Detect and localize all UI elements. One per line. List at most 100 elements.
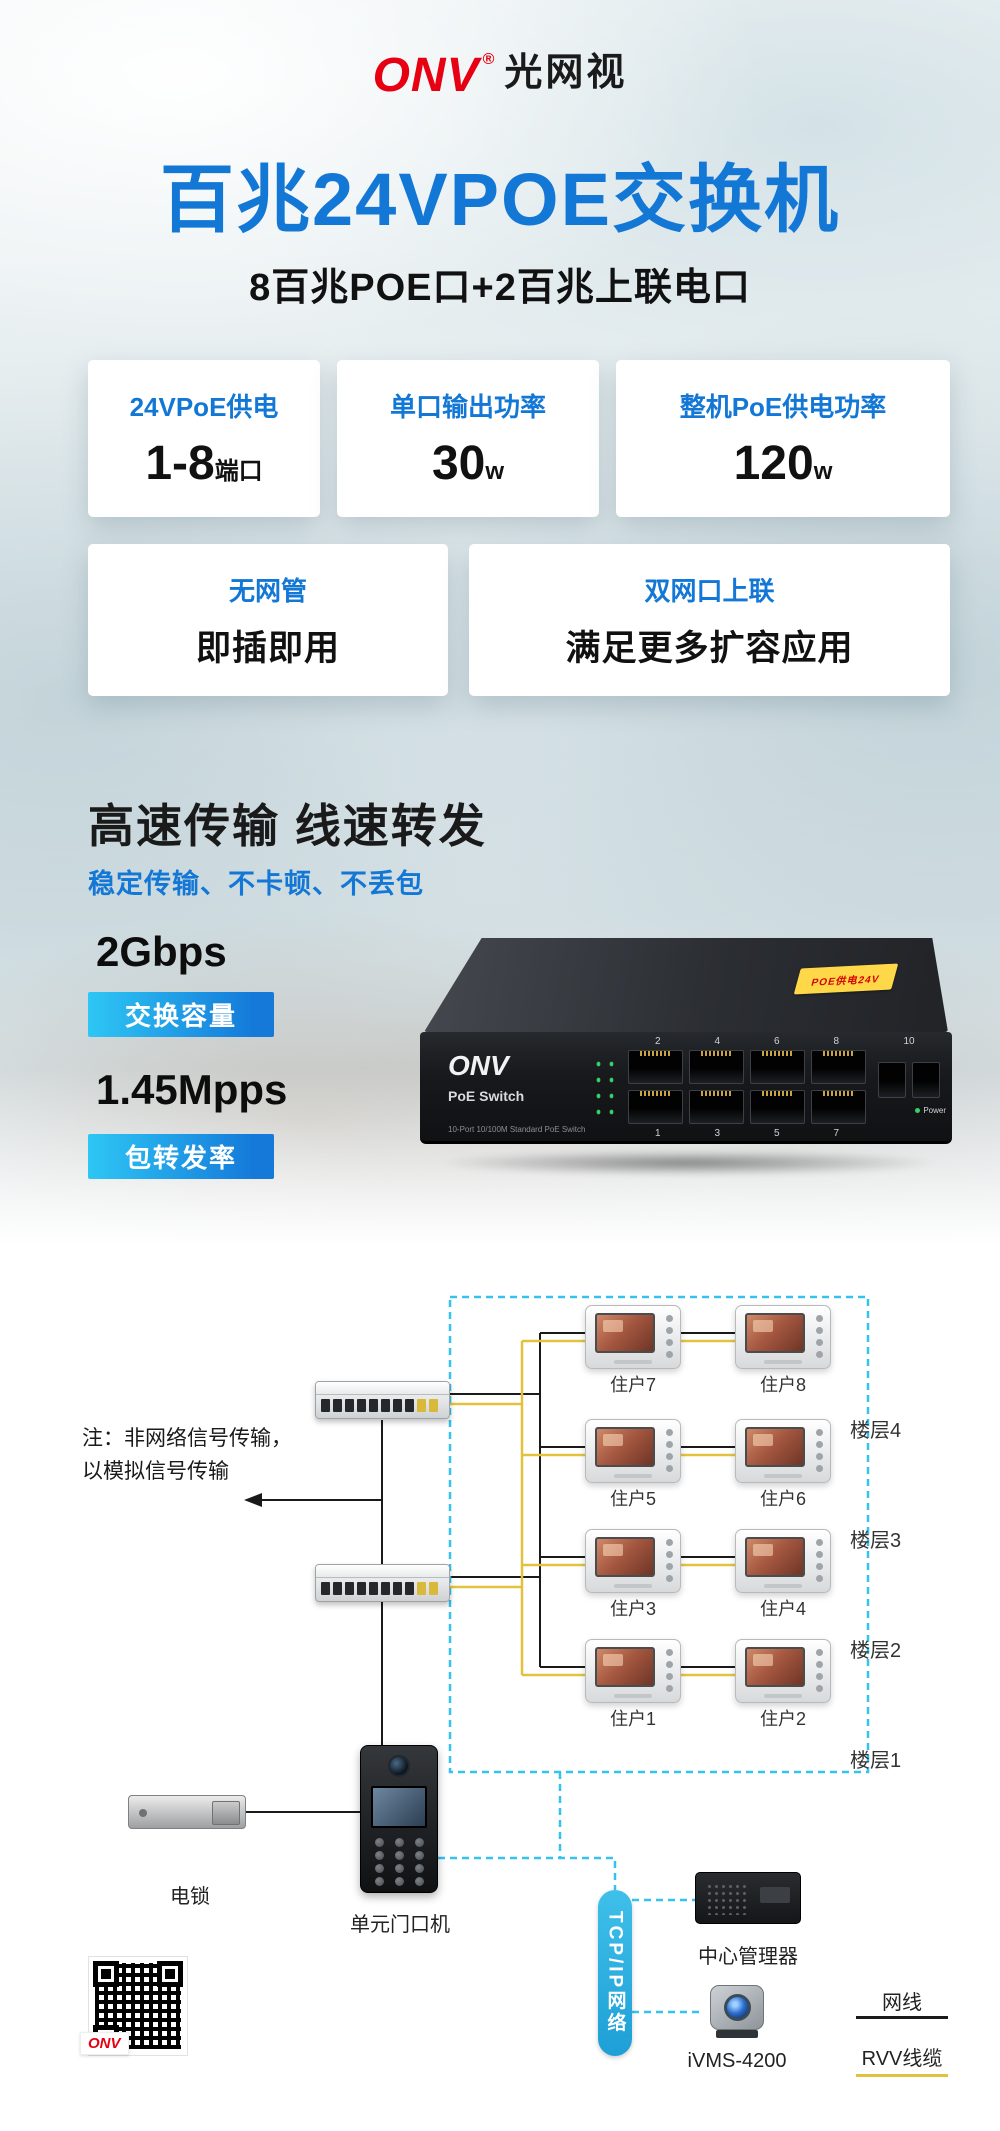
card-value-row: 满足更多扩容应用 [469, 620, 950, 671]
legend-network-cable-label: 网线 [882, 1992, 922, 2014]
door-station-screen [371, 1786, 427, 1828]
power-led-label: Power [915, 1106, 946, 1115]
port-number: 5 [773, 1128, 780, 1139]
monitor-label: 住户5 [609, 1489, 656, 1509]
port-number: 6 [773, 1036, 780, 1047]
card-value: 即插即用 [195, 629, 340, 668]
metric-forwarding-rate-value: 1.45Mpps [96, 1066, 288, 1113]
rj45-port-block [628, 1050, 866, 1124]
rj45-port [750, 1050, 805, 1084]
card-label: 整机PoE供电功率 [679, 392, 887, 422]
monitor-speaker [764, 1360, 802, 1364]
switch-model-line: 10-Port 10/100M Standard PoE Switch [448, 1125, 586, 1134]
monitor-screen [745, 1647, 805, 1687]
indoor-monitor [735, 1305, 831, 1369]
monitor-screen [745, 1537, 805, 1577]
metric-switching-capacity-value: 2Gbps [96, 928, 227, 975]
rj45-port [811, 1090, 866, 1124]
rj45-port [689, 1090, 744, 1124]
switch-front-panel: ONV PoE Switch 10-Port 10/100M Standard … [420, 1032, 952, 1144]
switch-top [316, 1565, 449, 1578]
camera-lens [724, 1994, 751, 2021]
indoor-monitor [735, 1419, 831, 1483]
brand-name: ONV [372, 49, 480, 102]
product-switch-image: POE供电24V ONV PoE Switch 10-Port 10/100M … [420, 938, 952, 1188]
card-value-row: 1-8端口 [88, 436, 320, 491]
qr-brand-logo: ONV [80, 2032, 129, 2055]
card-label: 无网管 [228, 576, 307, 606]
monitor-speaker [764, 1474, 802, 1478]
indoor-monitor [585, 1305, 681, 1369]
port-number: 3 [714, 1128, 721, 1139]
door-station-device [360, 1745, 438, 1893]
monitor-speaker [614, 1474, 652, 1478]
rj45-port [689, 1050, 744, 1084]
card-value-row: 即插即用 [88, 620, 448, 671]
ivms-software-label: iVMS-4200 [687, 2050, 787, 2072]
note-line: 注：非网络信号传输， [82, 1427, 292, 1450]
note-line: 以模拟信号传输 [82, 1460, 229, 1483]
monitor-speaker [614, 1694, 652, 1698]
indoor-monitor [585, 1529, 681, 1593]
monitor-screen [595, 1537, 655, 1577]
card-unit: w [813, 458, 833, 485]
card-value-row: 120w [616, 436, 950, 491]
feature-card-dual-uplink: 双网口上联 满足更多扩容应用 [469, 544, 950, 696]
legend-rvv-cable-swatch [856, 2074, 948, 2077]
brand-chinese-name: 光网视 [504, 52, 628, 94]
indoor-monitor [585, 1419, 681, 1483]
hero-section: ONV ® 光网视 百兆24VPOE交换机 8百兆POE口+2百兆上联电口 24… [0, 0, 1000, 1272]
center-manager-device [695, 1872, 801, 1924]
rj45-port [628, 1050, 683, 1084]
uplink-port-number: 10 [903, 1036, 915, 1047]
monitor-speaker [764, 1694, 802, 1698]
legend-rvv-cable-label: RVV线缆 [861, 2048, 943, 2070]
monitor-speaker [614, 1584, 652, 1588]
monitor-buttons [666, 1649, 673, 1692]
monitor-screen [595, 1647, 655, 1687]
monitor-buttons [816, 1315, 823, 1358]
switch-shadow [434, 1150, 942, 1176]
poe-switch-device-lower [315, 1564, 450, 1602]
brand-logo: ONV ® 光网视 [0, 52, 1000, 100]
monitor-label: 住户1 [609, 1709, 656, 1729]
qr-finder [157, 1961, 183, 1987]
camera-base [716, 2030, 758, 2038]
monitor-label: 住户3 [609, 1599, 656, 1619]
diagram-note: 注：非网络信号传输， 以模拟信号传输 [82, 1422, 292, 1488]
electric-lock-device [128, 1795, 246, 1829]
center-manager-label: 中心管理器 [698, 1946, 798, 1968]
card-value: 120 [733, 437, 814, 490]
registered-trademark-icon: ® [482, 51, 495, 68]
indoor-monitor [735, 1529, 831, 1593]
electric-lock-label: 电锁 [170, 1886, 210, 1908]
tcpip-network-label: TCP/IP网络 [604, 1911, 626, 2035]
uplink-port [912, 1062, 940, 1098]
metric-forwarding-rate-chip: 包转发率 [88, 1134, 274, 1179]
uplink-port [878, 1062, 906, 1098]
speed-section-subheading: 稳定传输、不卡顿、不丢包 [88, 869, 424, 899]
metric-switching-capacity-chip: 交换容量 [88, 992, 274, 1037]
door-station-label: 单元门口机 [350, 1914, 450, 1936]
uplink-port-block [878, 1062, 940, 1098]
port-number: 4 [714, 1036, 721, 1047]
port-numbers-bottom: 1 3 5 7 [628, 1128, 866, 1139]
monitor-buttons [666, 1315, 673, 1358]
switch-voltage-sticker: POE供电24V [793, 963, 899, 995]
monitor-screen [595, 1427, 655, 1467]
floor-label: 楼层3 [850, 1530, 902, 1552]
qr-finder [93, 1961, 119, 1987]
page-subtitle: 8百兆POE口+2百兆上联电口 [249, 267, 751, 309]
speed-section-heading: 高速传输 线速转发 [88, 800, 487, 852]
port-number: 2 [654, 1036, 661, 1047]
monitor-label: 住户6 [759, 1489, 806, 1509]
monitor-speaker [614, 1360, 652, 1364]
port-number: 7 [833, 1128, 840, 1139]
monitor-label: 住户7 [609, 1375, 656, 1395]
floor-label: 楼层2 [850, 1640, 902, 1662]
monitor-buttons [816, 1429, 823, 1472]
monitor-label: 住户4 [759, 1599, 806, 1619]
indoor-monitor [585, 1639, 681, 1703]
feature-card-poe-ports: 24VPoE供电 1-8端口 [88, 360, 320, 517]
